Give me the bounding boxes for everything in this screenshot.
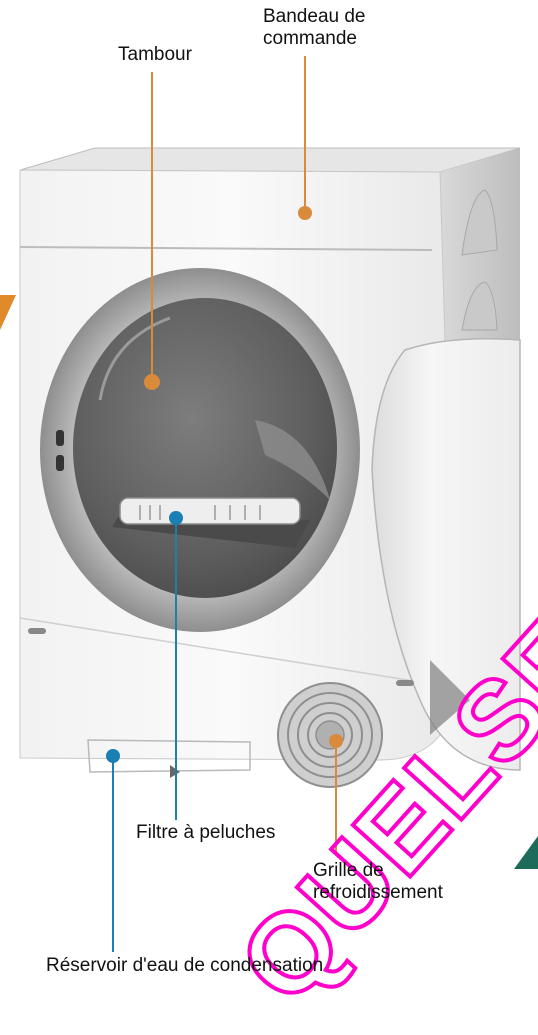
- callout-dot-reservoir: [106, 749, 120, 763]
- label-bandeau-line-2: commande: [263, 28, 366, 50]
- label-grille: Grille de refroidissement: [313, 860, 443, 904]
- label-filtre: Filtre à peluches: [136, 822, 275, 844]
- label-bandeau-line-1: Bandeau de: [263, 6, 366, 28]
- lint-filter: [120, 498, 300, 524]
- label-reservoir: Réservoir d'eau de condensation: [46, 955, 323, 977]
- label-tambour: Tambour: [118, 44, 192, 66]
- latch-slot-lower: [56, 455, 64, 471]
- callout-dot-tambour: [144, 374, 160, 390]
- right-handle: [396, 680, 414, 686]
- label-grille-line-2: refroidissement: [313, 882, 443, 904]
- latch-slot-upper: [56, 430, 64, 446]
- callout-dot-bandeau: [298, 206, 312, 220]
- corner-teal-triangle: [514, 836, 538, 869]
- label-bandeau: Bandeau de commande: [263, 6, 366, 50]
- callout-dot-grille: [329, 734, 343, 748]
- left-handle: [28, 628, 46, 634]
- callout-dot-filtre: [169, 511, 183, 525]
- corner-orange-triangle: [0, 295, 16, 330]
- dryer-top: [20, 148, 520, 172]
- label-grille-line-1: Grille de: [313, 860, 443, 882]
